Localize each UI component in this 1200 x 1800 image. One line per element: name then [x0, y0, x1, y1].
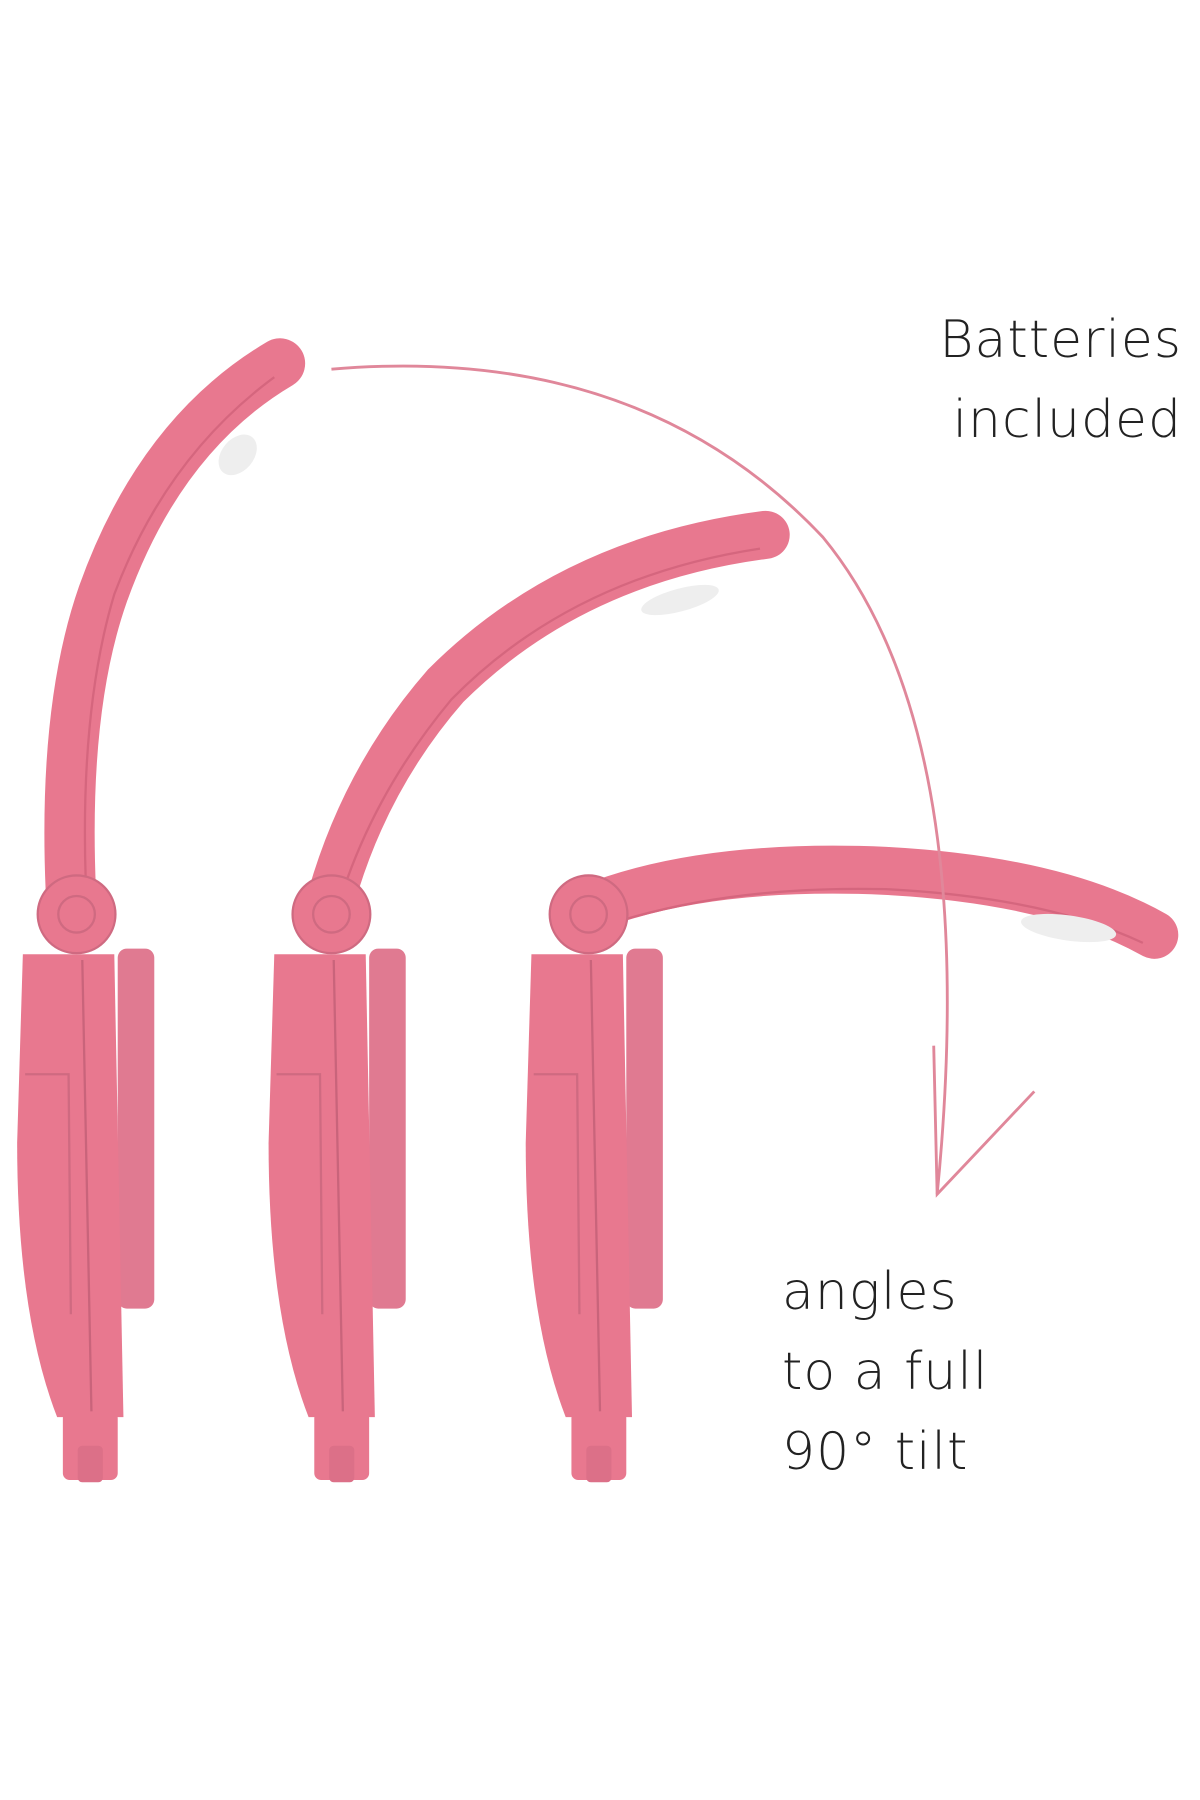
caption-line: 90° tilt: [782, 1422, 969, 1482]
caption-line: angles: [782, 1262, 958, 1322]
book-light-horizontal: [524, 845, 1179, 1484]
curved-arrow-icon: [331, 364, 1036, 1198]
book-light-angled: [267, 510, 790, 1484]
book-light-upright: [15, 338, 306, 1484]
caption-line: included: [952, 390, 1182, 450]
batteries-included-caption: Batteries included: [939, 300, 1182, 460]
tilt-caption: angles to a full 90° tilt: [782, 1252, 988, 1492]
caption-line: Batteries: [939, 310, 1182, 370]
caption-line: to a full: [782, 1342, 989, 1402]
